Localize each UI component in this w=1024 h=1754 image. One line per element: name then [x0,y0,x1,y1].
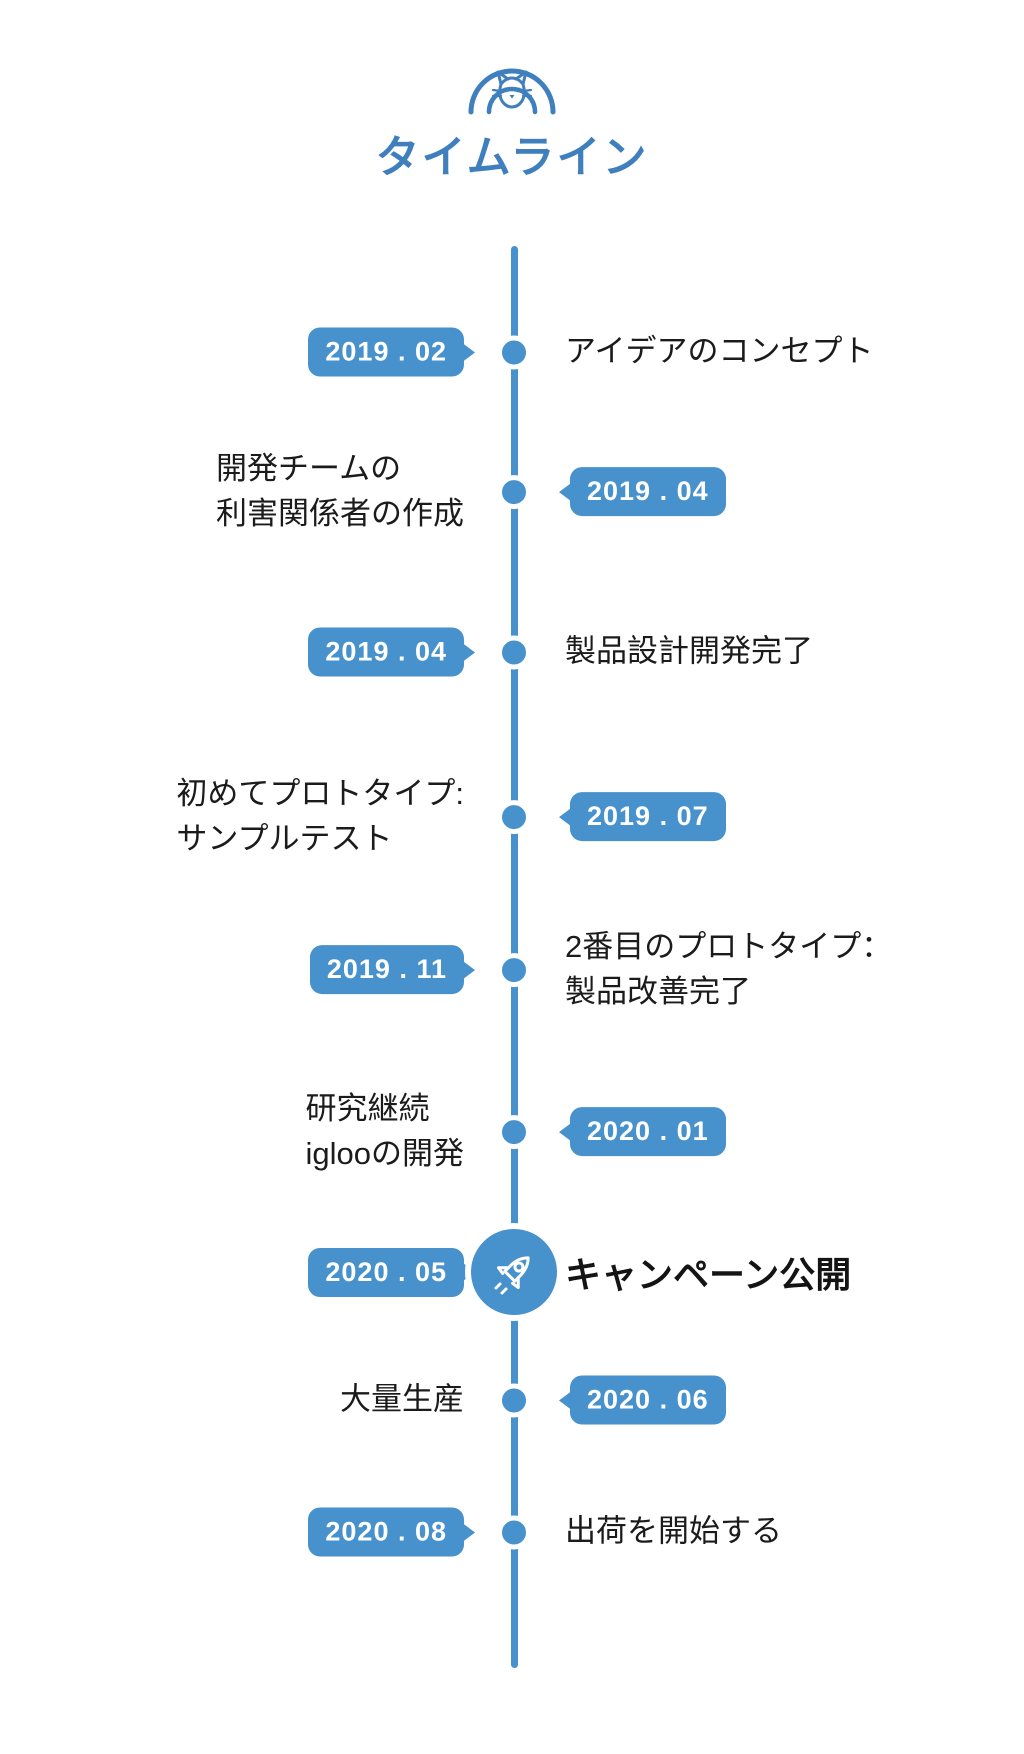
timeline-event-8: 大量生産 2020 . 06 [0,1375,1024,1425]
date-text: 2019 . 04 [587,476,709,507]
event-label: アイデアのコンセプト [565,333,874,369]
date-badge: 2020 . 05 [308,1247,464,1297]
date-badge: 2020 . 01 [570,1107,726,1157]
date-text: 2019 . 04 [325,636,447,667]
timeline-event-1: 2019 . 02 アイデアのコンセプト [0,327,1024,377]
date-badge: 2019 . 07 [570,792,726,842]
igloo-cat-logo-icon [462,32,562,122]
event-label: 出荷を開始する [565,1513,782,1549]
timeline-node-dot [497,1515,531,1549]
date-badge: 2019 . 04 [570,467,726,517]
milestone-circle [465,1223,563,1321]
date-text: 2019 . 02 [325,336,447,367]
timeline-node-dot [497,635,531,669]
event-label: 開発チームの 利害関係者の作成 [216,451,464,531]
timeline-node-dot [497,953,531,987]
event-label: 製品設計開発完了 [565,633,813,669]
date-badge: 2020 . 06 [570,1375,726,1425]
timeline-node-dot [497,335,531,369]
timeline-node-dot [497,1383,531,1417]
event-label: 2番目のプロトタイプ： 製品改善完了 [565,929,893,1009]
timeline-event-3: 2019 . 04 製品設計開発完了 [0,627,1024,677]
timeline-event-4: 初めてプロトタイプ: サンプルテスト 2019 . 07 [0,772,1024,862]
event-label: 研究継続 iglooの開発 [305,1091,465,1171]
timeline-event-5: 2019 . 11 2番目のプロトタイプ： 製品改善完了 [0,925,1024,1015]
event-label: 大量生産 [340,1381,464,1417]
date-text: 2019 . 07 [587,801,709,832]
timeline-event-6: 研究継続 iglooの開発 2020 . 01 [0,1087,1024,1177]
timeline-event-9: 2020 . 08 出荷を開始する [0,1507,1024,1557]
timeline-event-7-milestone: 2020 . 05 キャンペーン公開 [0,1223,1024,1321]
timeline-node-dot [497,1115,531,1149]
date-text: 2019 . 11 [326,954,447,985]
timeline-node-dot [497,800,531,834]
date-text: 2020 . 05 [325,1256,447,1287]
date-badge: 2019 . 02 [308,327,464,377]
date-text: 2020 . 01 [587,1116,709,1147]
timeline-event-2: 開発チームの 利害関係者の作成 2019 . 04 [0,447,1024,537]
date-badge: 2019 . 11 [309,945,464,995]
timeline-node-dot [497,475,531,509]
page-title: タイムライン [375,133,649,182]
rocket-icon [494,1256,530,1295]
event-label: 初めてプロトタイプ: サンプルテスト [176,776,464,856]
date-badge: 2020 . 08 [308,1507,464,1557]
date-text: 2020 . 08 [325,1516,447,1547]
date-text: 2020 . 06 [587,1384,709,1415]
event-label: キャンペーン公開 [565,1254,852,1295]
date-badge: 2019 . 04 [308,627,464,677]
